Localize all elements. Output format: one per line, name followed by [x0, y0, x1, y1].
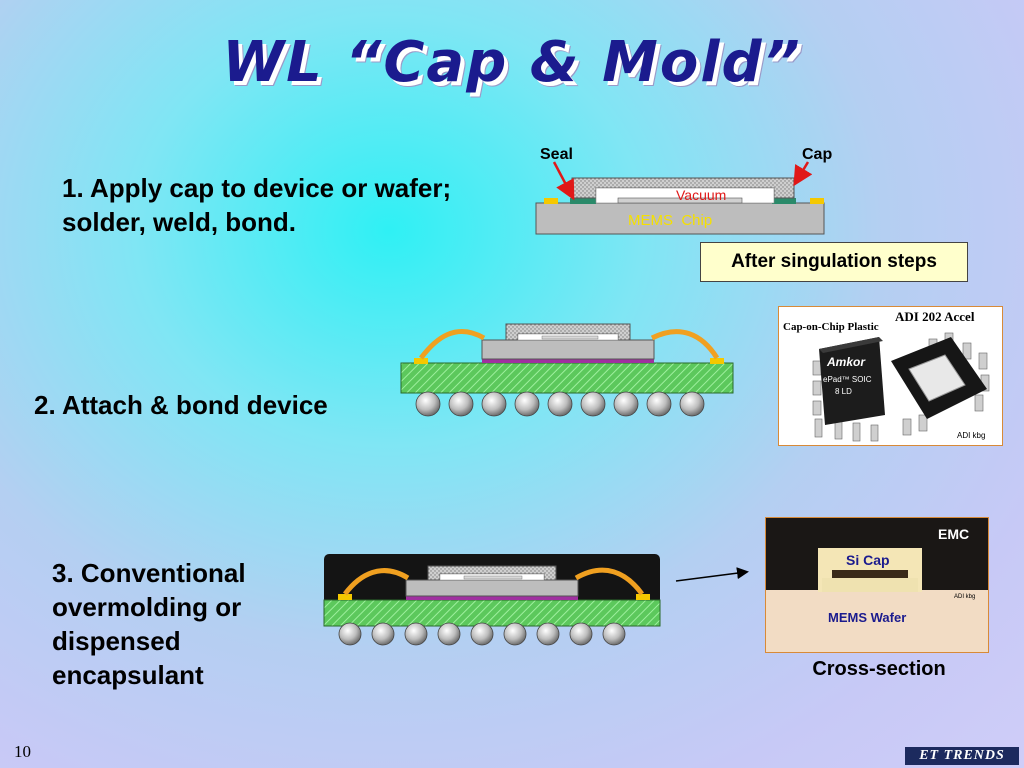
cap-arrow — [793, 161, 813, 187]
mems-chip-label: MEMS Chip — [628, 212, 713, 229]
wire-bond-left — [419, 328, 486, 360]
substrate — [400, 362, 734, 394]
vacuum-label: Vacuum — [676, 187, 727, 203]
package-photo-subtitle: Cap-on-Chip Plastic — [783, 321, 879, 333]
cross-section-caption: Cross-section — [812, 658, 946, 680]
bond-pad-right — [810, 198, 824, 204]
step-3-text: 3. Conventional overmolding or dispensed… — [52, 556, 246, 692]
step-1-line-2: solder, weld, bond. — [62, 207, 297, 237]
package-photo-credit: ADI kbg — [957, 431, 986, 440]
seal-ring-left — [570, 198, 596, 204]
package-photo-title: ADI 202 Accel — [895, 309, 975, 324]
substrate-pad-right — [710, 358, 724, 364]
molded-wire-left — [343, 568, 410, 596]
si-cap-label: Si Cap — [846, 552, 890, 568]
package-photo: ADI 202 Accel Cap-on-Chip Plastic — [778, 306, 1003, 446]
molded-die — [405, 579, 579, 597]
mems-chip-base — [535, 202, 825, 235]
package-type-line-2: 8 LD — [835, 387, 852, 396]
bond-pad-left — [544, 198, 558, 204]
overmolded-package-diagram — [323, 554, 661, 646]
capped-chip-diagram — [535, 161, 825, 235]
package-type-line-1: ePad™ SOIC — [823, 375, 872, 384]
step-2-text: 2. Attach & bond device — [34, 390, 328, 420]
singulation-note: After singulation steps — [700, 242, 968, 282]
page-number: 10 — [14, 742, 31, 761]
molded-die-attach — [406, 596, 578, 600]
molded-pad-right — [636, 594, 650, 600]
solder-ball-row — [415, 391, 705, 417]
substrate-molded — [323, 599, 661, 627]
attached-device-diagram — [400, 323, 734, 417]
seal-arrow — [552, 161, 575, 201]
package-illustration — [812, 332, 990, 442]
pointer-arrow — [675, 567, 749, 582]
cross-section-illustration — [766, 518, 988, 652]
molded-wire-right — [574, 567, 645, 596]
substrate-pad-left — [414, 358, 428, 364]
package-brand: Amkor — [827, 355, 866, 369]
molded-solder-ball-row — [338, 622, 626, 646]
et-trends-logo: ET TRENDS — [905, 747, 1019, 765]
emc-label: EMC — [938, 526, 970, 542]
mems-die — [481, 339, 655, 360]
wire-bond-right — [650, 329, 720, 360]
step-3-line-2: overmolding or — [52, 592, 242, 622]
seal-label: Seal — [540, 146, 573, 163]
step-3-line-3: dispensed — [52, 626, 181, 656]
mems-wafer-label: MEMS Wafer — [828, 610, 907, 625]
molded-mems-structure — [463, 575, 523, 580]
molded-pad-left — [338, 594, 352, 600]
seal-ring-right — [772, 198, 796, 204]
slide-title: WL “Cap & Mold” — [222, 30, 802, 95]
step-1-text: 1. Apply cap to device or wafer; solder,… — [62, 171, 451, 239]
cap-label: Cap — [802, 146, 833, 163]
die-mems-structure — [541, 335, 599, 340]
mems-structure — [617, 197, 743, 204]
cross-section-credit: ADI kbg — [954, 594, 976, 600]
step-3-line-4: encapsulant — [52, 660, 204, 690]
step-1-line-1: 1. Apply cap to device or wafer; — [62, 173, 452, 203]
cross-section-photo: EMC Si Cap MEMS Wafer ADI kbg — [765, 517, 989, 653]
die-attach-layer — [482, 359, 654, 363]
step-3-line-1: 3. Conventional — [52, 558, 246, 588]
